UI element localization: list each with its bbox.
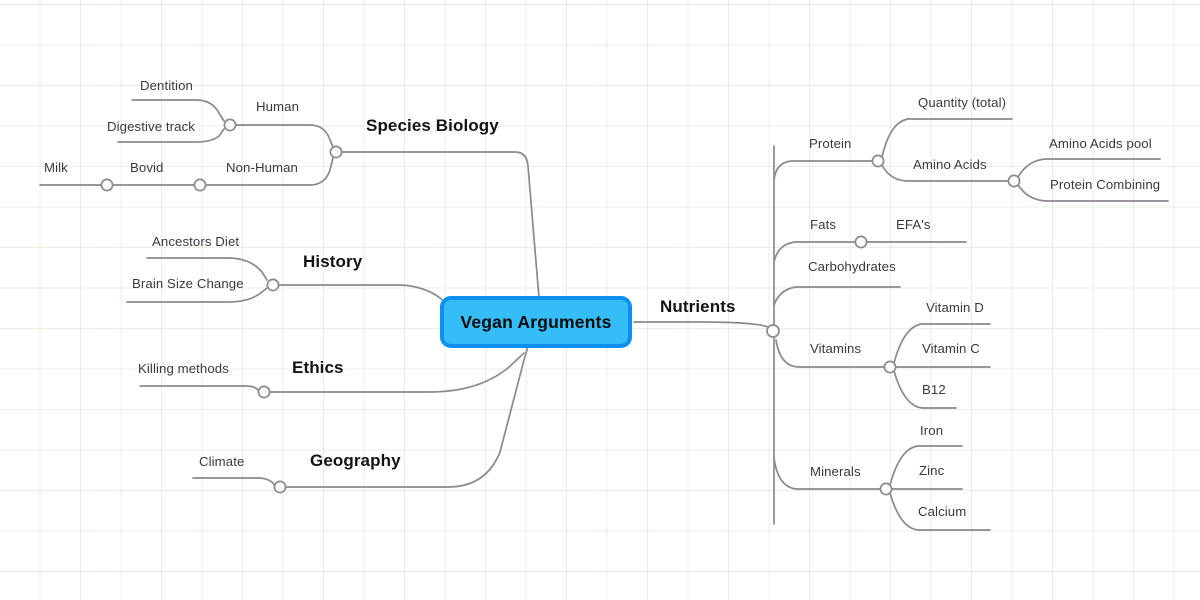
joint-geography bbox=[273, 480, 287, 494]
wire-protein bbox=[773, 160, 873, 181]
wire-climate bbox=[192, 477, 276, 487]
wire-minerals bbox=[773, 457, 881, 490]
label-human[interactable]: Human bbox=[256, 99, 300, 114]
central-node[interactable]: Vegan Arguments bbox=[440, 296, 632, 348]
wire-calcium bbox=[889, 492, 991, 531]
label-history[interactable]: History bbox=[303, 252, 363, 271]
wire-iron bbox=[889, 445, 963, 486]
label-efas[interactable]: EFA's bbox=[896, 217, 931, 232]
label-digestive-track[interactable]: Digestive track bbox=[107, 119, 195, 134]
joint-amino-acids bbox=[1007, 174, 1021, 188]
wire-brain-size-change bbox=[126, 287, 268, 303]
wire-b12 bbox=[893, 370, 957, 409]
wire-ancestors-diet bbox=[146, 257, 268, 281]
joint-human bbox=[223, 118, 237, 132]
joint-bovid bbox=[193, 178, 207, 192]
wire-species-biology-trunk bbox=[341, 151, 540, 301]
label-species-biology[interactable]: Species Biology bbox=[366, 116, 499, 135]
wire-quantity-total bbox=[881, 118, 1013, 158]
wire-amino-acids bbox=[881, 164, 1009, 182]
label-iron[interactable]: Iron bbox=[920, 423, 944, 438]
label-non-human[interactable]: Non-Human bbox=[226, 160, 298, 175]
joint-nutrients bbox=[766, 324, 780, 338]
label-carbohydrates[interactable]: Carbohydrates bbox=[808, 259, 896, 274]
wire-nutrients-trunk bbox=[633, 321, 774, 332]
wire-human-to-species bbox=[235, 124, 334, 148]
joint-protein bbox=[871, 154, 885, 168]
label-vitamin-d[interactable]: Vitamin D bbox=[926, 300, 984, 315]
label-ancestors-diet[interactable]: Ancestors Diet bbox=[152, 234, 240, 249]
wire-vitamins bbox=[775, 339, 885, 368]
label-milk[interactable]: Milk bbox=[44, 160, 68, 175]
label-protein-combining[interactable]: Protein Combining bbox=[1050, 177, 1161, 192]
label-calcium[interactable]: Calcium bbox=[918, 504, 967, 519]
label-vitamin-c[interactable]: Vitamin C bbox=[922, 341, 980, 356]
label-climate[interactable]: Climate bbox=[199, 454, 245, 469]
label-fats[interactable]: Fats bbox=[810, 217, 837, 232]
wire-amino-acids-pool bbox=[1017, 158, 1161, 178]
label-bovid[interactable]: Bovid bbox=[130, 160, 164, 175]
label-nutrients[interactable]: Nutrients bbox=[660, 297, 736, 316]
label-ethics[interactable]: Ethics bbox=[292, 358, 344, 377]
label-b12[interactable]: B12 bbox=[922, 382, 946, 397]
label-amino-acids-pool[interactable]: Amino Acids pool bbox=[1049, 136, 1152, 151]
wire-fats bbox=[773, 241, 856, 263]
label-protein[interactable]: Protein bbox=[809, 136, 852, 151]
central-node-label: Vegan Arguments bbox=[460, 311, 612, 332]
wire-carbohydrates bbox=[773, 286, 901, 306]
label-vitamins[interactable]: Vitamins bbox=[810, 341, 862, 356]
wire-dentition bbox=[131, 99, 225, 122]
wire-digestive-track bbox=[117, 128, 225, 143]
wire-vitamin-d bbox=[893, 323, 991, 364]
label-quantity-total[interactable]: Quantity (total) bbox=[918, 95, 1007, 110]
label-dentition[interactable]: Dentition bbox=[140, 78, 193, 93]
joint-fats bbox=[854, 235, 868, 249]
label-brain-size-change[interactable]: Brain Size Change bbox=[132, 276, 244, 291]
joint-species-biology bbox=[329, 145, 343, 159]
wire-nonhuman-to-species bbox=[205, 157, 334, 186]
joint-history bbox=[266, 278, 280, 292]
wire-history-trunk bbox=[278, 284, 447, 304]
wire-geography-trunk bbox=[285, 345, 529, 488]
wire-protein-combining bbox=[1017, 184, 1169, 202]
label-zinc[interactable]: Zinc bbox=[919, 463, 945, 478]
label-geography[interactable]: Geography bbox=[310, 451, 401, 470]
wire-ethics-trunk bbox=[269, 352, 525, 393]
wire-killing-methods bbox=[139, 385, 260, 393]
joint-milk bbox=[100, 178, 114, 192]
label-minerals[interactable]: Minerals bbox=[810, 464, 861, 479]
joint-ethics bbox=[257, 385, 271, 399]
label-amino-acids[interactable]: Amino Acids bbox=[913, 157, 987, 172]
label-killing-methods[interactable]: Killing methods bbox=[138, 361, 229, 376]
